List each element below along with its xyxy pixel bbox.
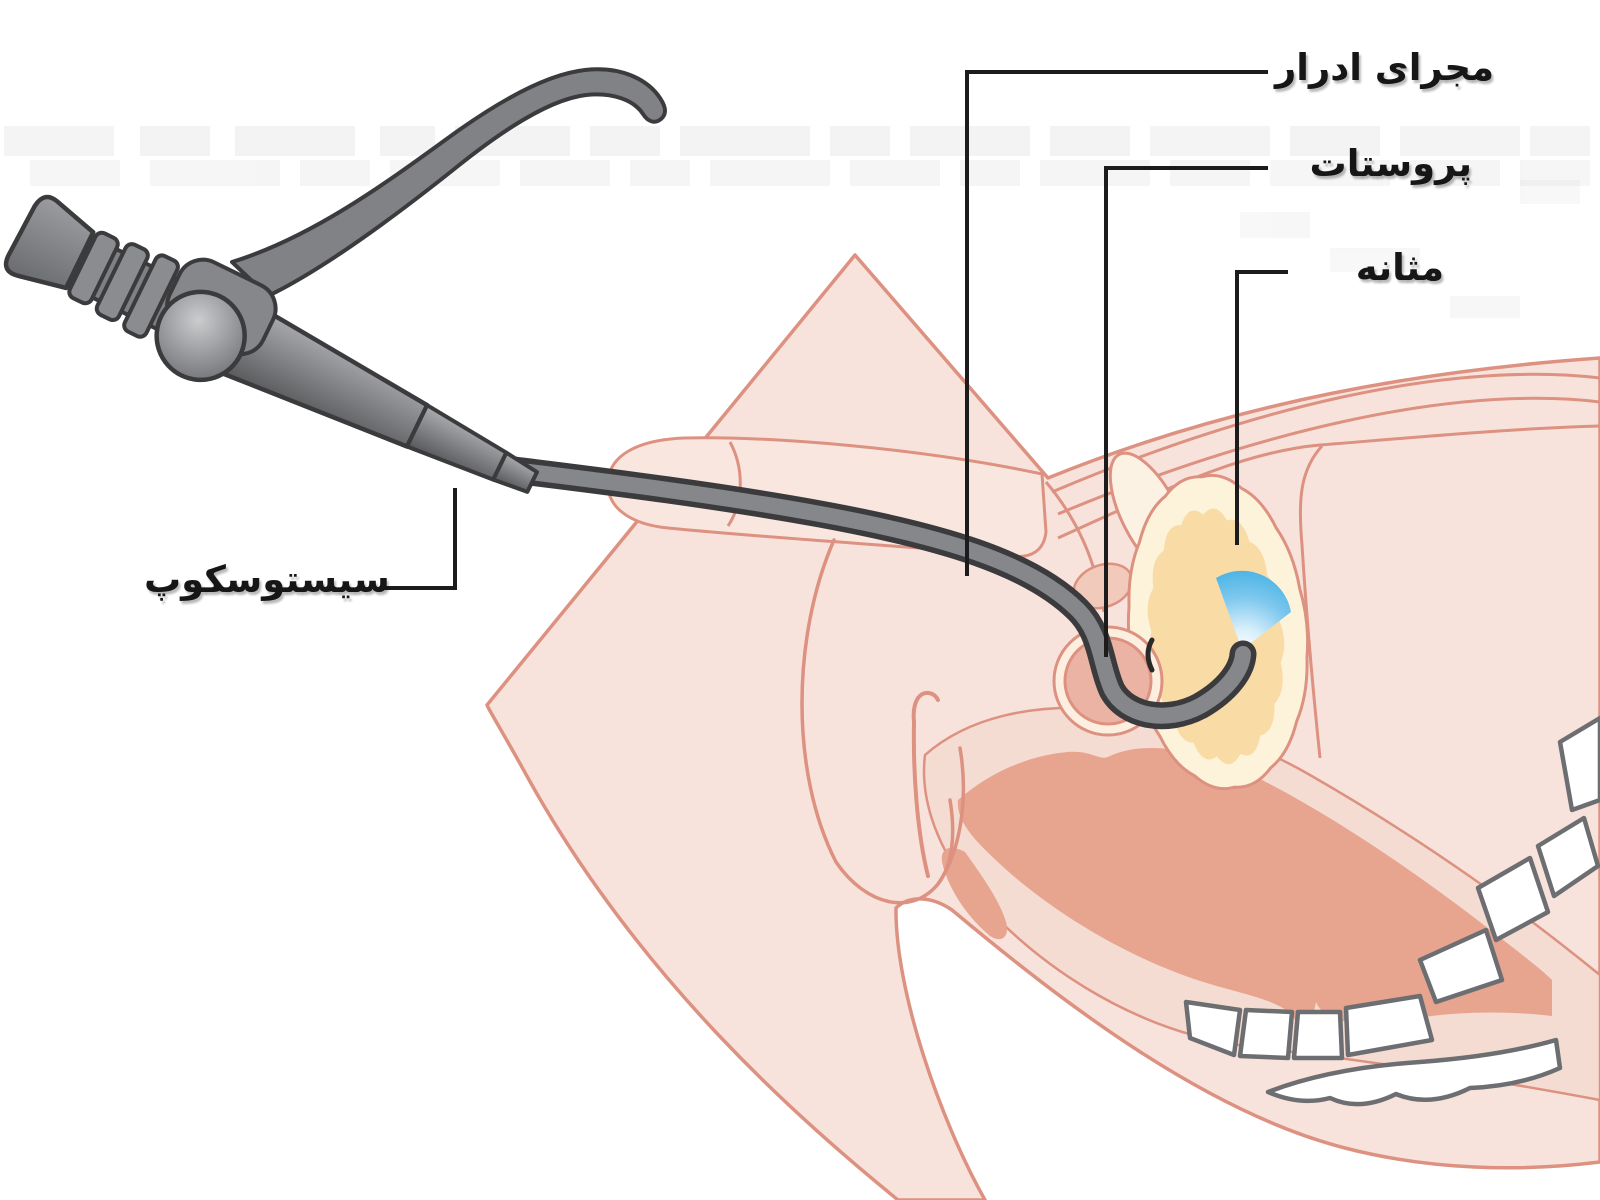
leader-line-prostate	[1104, 166, 1268, 657]
watermark-artifact-band	[4, 126, 1590, 318]
bladder-neck-mark	[1145, 637, 1155, 673]
eyepiece-cup	[3, 194, 96, 291]
sacrum-coccyx-bones	[1183, 715, 1600, 1107]
cystoscope-shaft	[484, 454, 1257, 730]
cystoscope-handle	[3, 194, 539, 494]
coccyx-bone	[1265, 1037, 1563, 1107]
handle-ball-joint	[154, 289, 247, 383]
eyepiece-ring	[94, 242, 150, 323]
light-beam	[1216, 570, 1291, 650]
scope-barrel-tip	[491, 450, 539, 494]
leader-lines	[385, 70, 1288, 657]
label-urethra: مجرای ادرار	[1274, 46, 1494, 89]
anal-canal	[941, 847, 1008, 940]
rectum	[957, 747, 1552, 1030]
eyepiece-ring	[67, 230, 120, 306]
eyepiece-ring	[122, 253, 180, 339]
scrotal-raphe	[911, 691, 940, 878]
label-bladder: مثانه	[1355, 246, 1444, 289]
label-prostate: پروستات	[1309, 142, 1472, 185]
label-cystoscope: سیستوسکوپ	[144, 558, 390, 601]
leader-line-cystoscope	[385, 488, 457, 590]
scrotum	[800, 538, 966, 905]
leader-line-bladder	[1235, 270, 1288, 545]
cystoscope-light-cable	[230, 67, 667, 298]
glans-corona-line	[726, 441, 742, 527]
leader-line-urethra	[965, 70, 1268, 576]
